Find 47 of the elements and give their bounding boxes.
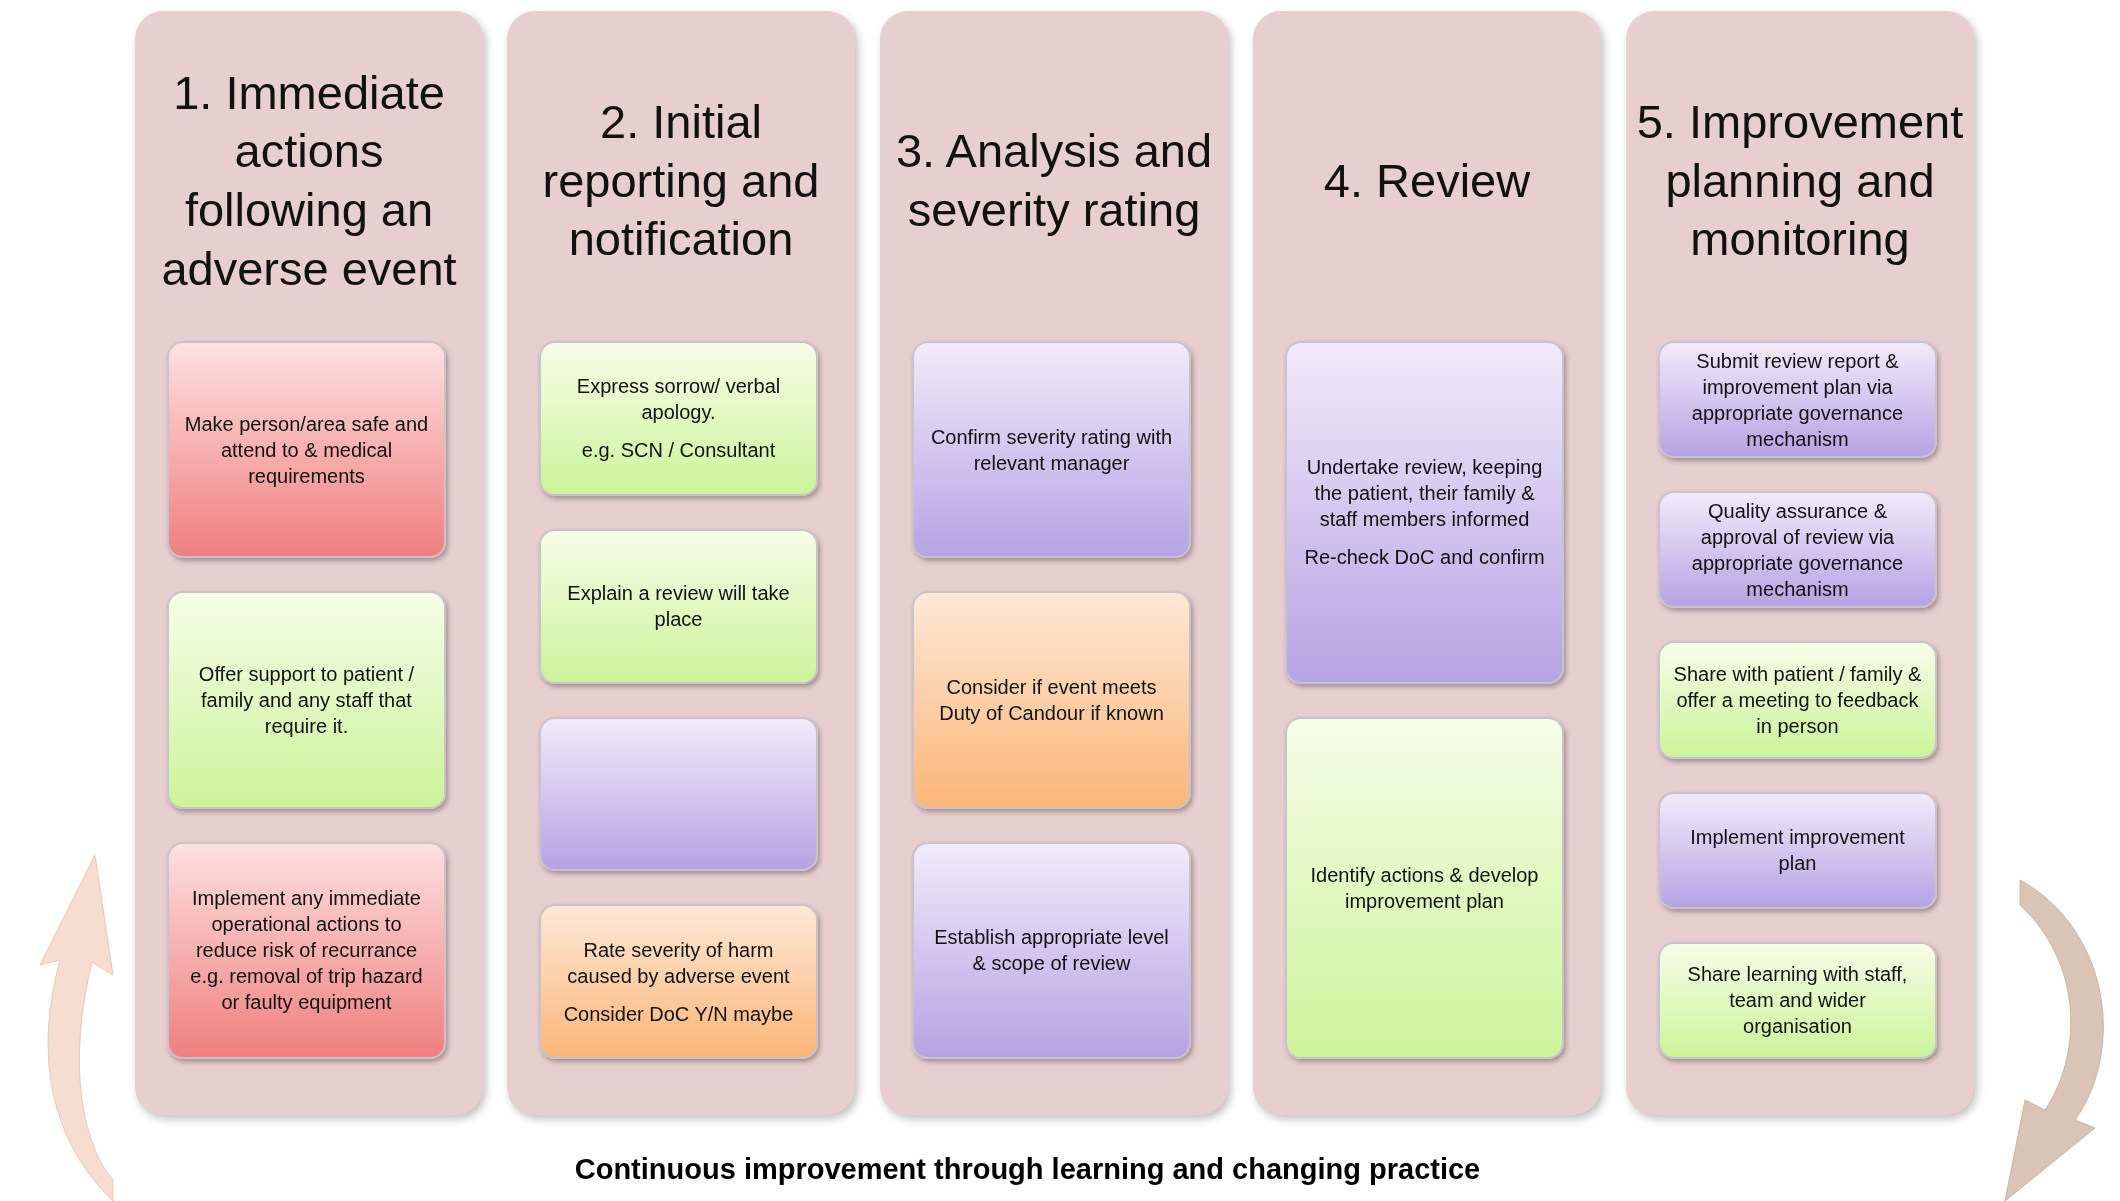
action-box (1285, 341, 1564, 684)
action-box (912, 841, 1191, 1059)
action-box (1658, 791, 1937, 909)
action-box (167, 591, 446, 809)
action-box (539, 528, 818, 684)
action-box (539, 716, 818, 872)
action-text: Submit review report & improvement plan via appropriate governance mechanism (1690, 348, 1905, 452)
action-text: Confirm severity rating with relevant manager (929, 424, 1174, 476)
stage-heading: 2. Initial reporting and notification (541, 93, 821, 268)
caption: Continuous improvement through learning and changing practice (574, 1153, 1481, 1186)
action-text: Express sorrow/ verbal apology. (575, 374, 782, 426)
stage-column (507, 11, 855, 1115)
action-box (167, 841, 446, 1059)
action-text: Quality assurance & approval of review via appropriate governance mechanism (1690, 498, 1905, 602)
action-text: Implement any immediate operational actions to reduce risk of recurrance e.g. removal of trip hazard or faulty equipment (189, 886, 424, 1016)
action-box (1658, 491, 1937, 609)
stage-column (135, 11, 483, 1115)
stage-column (1626, 11, 1974, 1115)
action-text: e.g. SCN / Consultant (581, 438, 776, 464)
action-text: Consider if event meets Duty of Candour if known (938, 675, 1165, 726)
action-text: Explain a review will take place (566, 581, 791, 633)
stage-column (1253, 11, 1601, 1115)
action-text: Identify actions & develop improvement plan (1309, 862, 1540, 914)
action-text: Undertake review, keeping the patient, their family & staff members informed (1305, 455, 1544, 533)
action-text: Rate severity of harm caused by adverse event (566, 937, 791, 989)
stage-heading: 5. Improvement planning and monitoring (1636, 93, 1964, 268)
action-box (912, 341, 1191, 559)
action-box (1658, 941, 1937, 1059)
action-box (167, 341, 446, 559)
action-text: Share with patient / family & offer a meeting to feedback in person (1672, 662, 1923, 739)
action-text: Establish appropriate level & scope of review (933, 925, 1170, 977)
action-box (539, 904, 818, 1059)
action-text: Implement improvement plan (1689, 825, 1906, 877)
action-box (539, 341, 818, 496)
stage-column (880, 11, 1228, 1115)
action-text: Share learning with staff, team and wider organisation (1686, 962, 1909, 1040)
action-box (1658, 641, 1937, 759)
action-text: Re-check DoC and confirm (1304, 545, 1545, 571)
action-text: Make person/area safe and attend to & medical requirements (183, 411, 430, 489)
action-box (1658, 341, 1937, 459)
action-text: Consider DoC Y/N maybe (563, 1001, 794, 1027)
stage-heading: 1. Immediate actions following an adverse event (160, 64, 458, 297)
action-box (1285, 716, 1564, 1059)
stage-heading: 4. Review (1323, 152, 1531, 209)
stage-heading: 3. Analysis and severity rating (894, 123, 1214, 238)
action-box (912, 591, 1191, 809)
action-text: Offer support to patient / family and any staff that require it. (197, 662, 416, 739)
